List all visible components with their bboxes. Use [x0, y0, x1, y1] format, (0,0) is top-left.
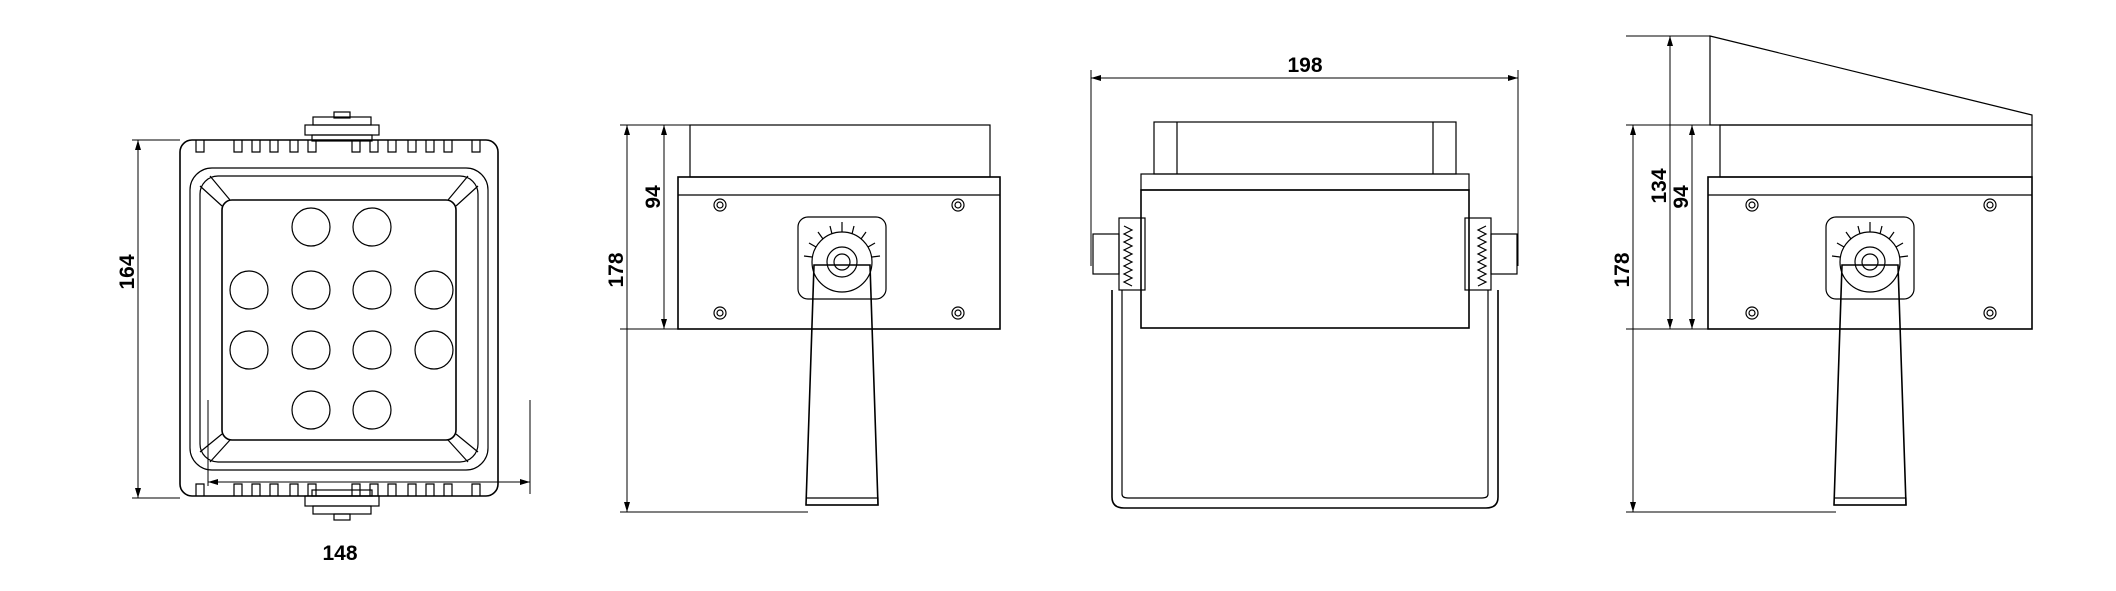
led — [414, 330, 454, 370]
visor — [1709, 35, 2033, 126]
led — [291, 330, 331, 370]
front-width-dimension: 148 — [207, 400, 531, 565]
front-height-dimension: 164 — [116, 139, 180, 499]
side-height-dimensions: 94 178 — [605, 124, 808, 513]
top-clamp — [304, 111, 380, 142]
visor-total-height-label: 178 — [1611, 252, 1634, 287]
side-total-height-label: 178 — [605, 252, 628, 287]
lens-cap — [1153, 121, 1457, 175]
visor-height-dimensions: 134 94 178 — [1611, 35, 1836, 513]
led — [352, 390, 392, 430]
led — [229, 330, 269, 370]
led — [414, 270, 454, 310]
top-view: 198 — [1090, 54, 1519, 509]
side-view: 94 178 — [605, 124, 1001, 513]
led — [229, 270, 269, 310]
led — [291, 207, 331, 247]
led — [352, 270, 392, 310]
lens-cap — [1719, 124, 2033, 178]
u-bracket — [1111, 290, 1499, 509]
visor-height-label: 134 — [1648, 168, 1671, 203]
led — [352, 330, 392, 370]
front-height-label: 164 — [116, 254, 139, 289]
top-width-label: 198 — [1287, 54, 1322, 77]
visor-body-height-label: 94 — [1670, 185, 1693, 209]
led-array — [229, 207, 454, 430]
body — [1140, 189, 1470, 329]
body — [677, 176, 1001, 330]
led — [291, 270, 331, 310]
top-fins — [195, 140, 481, 153]
lens-panel — [221, 199, 457, 441]
front-width-label: 148 — [322, 542, 357, 565]
led — [291, 390, 331, 430]
housing-outline — [179, 139, 499, 497]
side-visor-view: 134 94 178 — [1611, 35, 2033, 513]
side-body-height-label: 94 — [642, 185, 665, 209]
body — [1707, 176, 2033, 330]
side-knobs — [1092, 217, 1518, 291]
top-width-dimension: 198 — [1090, 54, 1519, 266]
front-view: 164 148 — [116, 111, 531, 565]
lens-cap — [689, 124, 991, 178]
led — [352, 207, 392, 247]
